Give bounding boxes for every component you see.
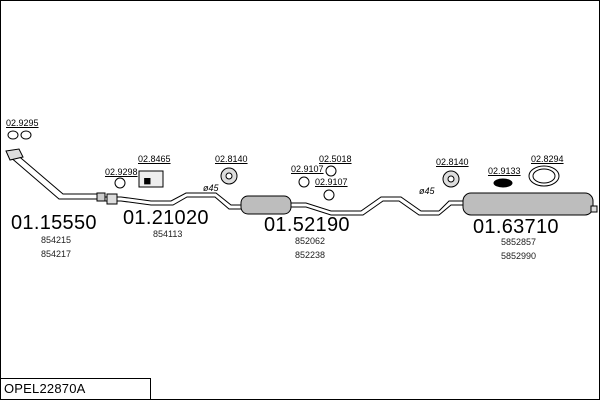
part-number-2: 01.21020 — [123, 207, 209, 229]
intermediate-pipe — [105, 192, 241, 210]
box-8465: ▦ — [138, 170, 164, 188]
ring-9298 — [114, 177, 126, 189]
part-ref-1a: 854215 — [41, 235, 72, 245]
part-number-3: 01.52190 — [264, 214, 350, 236]
part-ref-3a: 852062 — [295, 236, 326, 246]
accessory-label-9: 02.9133 — [488, 166, 521, 176]
hanger-8140-2 — [442, 170, 460, 188]
center-muffler — [240, 195, 439, 216]
ring-5018 — [325, 165, 337, 177]
ring-9107-2 — [323, 189, 335, 201]
rear-muffler — [438, 192, 598, 216]
front-pipe — [5, 148, 106, 202]
accessory-label-3: 02.8465 — [138, 154, 171, 164]
part-ref-4a: 5852857 — [501, 237, 537, 247]
title-box: OPEL22870A — [1, 378, 151, 399]
diagram-title: OPEL22870A — [4, 381, 86, 396]
part-number-4: 01.63710 — [473, 216, 559, 238]
accessory-label-5: 02.9107 — [291, 164, 324, 174]
part-ref-2a: 854113 — [153, 229, 183, 239]
ring-9133 — [493, 178, 513, 188]
part-ref-1b: 854217 — [41, 249, 72, 259]
gasket-8294 — [528, 165, 560, 187]
accessory-label-1: 02.9295 — [6, 118, 39, 128]
ring-9107-1 — [298, 176, 310, 188]
angle-label-2: ø45 — [419, 186, 435, 196]
accessory-label-6: 02.5018 — [319, 154, 352, 164]
hanger-8140-1 — [220, 167, 238, 185]
accessory-label-2: 02.9298 — [105, 167, 138, 177]
part-ref-3b: 852238 — [295, 250, 326, 260]
accessory-label-10: 02.8294 — [531, 154, 564, 164]
angle-label-1: ø45 — [203, 183, 219, 193]
accessory-label-8: 02.8140 — [436, 157, 469, 167]
part-number-1: 01.15550 — [11, 212, 97, 234]
accessory-label-7: 02.9107 — [315, 177, 348, 187]
accessory-label-4: 02.8140 — [215, 154, 248, 164]
part-ref-4b: 5852990 — [501, 251, 537, 261]
svg-text:▦: ▦ — [144, 178, 151, 185]
clamp-9295 — [7, 130, 32, 140]
